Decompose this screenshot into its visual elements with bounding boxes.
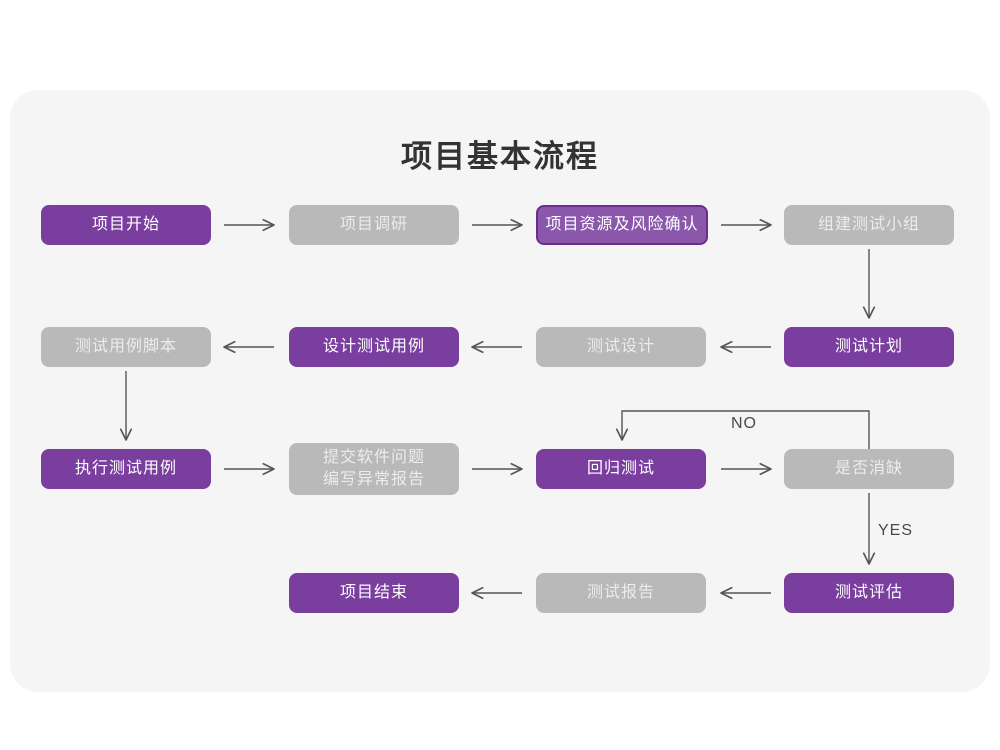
edge-label-no: NO [731,415,757,432]
flow-node-n5[interactable]: 测试用例脚本 [41,327,211,367]
flow-node-n6[interactable]: 设计测试用例 [289,327,459,367]
flow-node-n4[interactable]: 组建测试小组 [784,205,954,245]
flow-node-n12[interactable]: 是否消缺 [784,449,954,489]
edge-label-yes: YES [878,522,914,539]
flow-node-n10[interactable]: 提交软件问题 编写异常报告 [289,443,459,495]
flow-node-n9[interactable]: 执行测试用例 [41,449,211,489]
flow-node-n14[interactable]: 测试报告 [536,573,706,613]
flow-node-n13[interactable]: 项目结束 [289,573,459,613]
flow-node-n7[interactable]: 测试设计 [536,327,706,367]
flow-node-n8[interactable]: 测试计划 [784,327,954,367]
page-title: 项目基本流程 [401,139,599,174]
flow-node-n2[interactable]: 项目调研 [289,205,459,245]
flow-node-n1[interactable]: 项目开始 [41,205,211,245]
flow-node-n11[interactable]: 回归测试 [536,449,706,489]
flow-node-n3[interactable]: 项目资源及风险确认 [536,205,708,245]
flow-node-n15[interactable]: 测试评估 [784,573,954,613]
